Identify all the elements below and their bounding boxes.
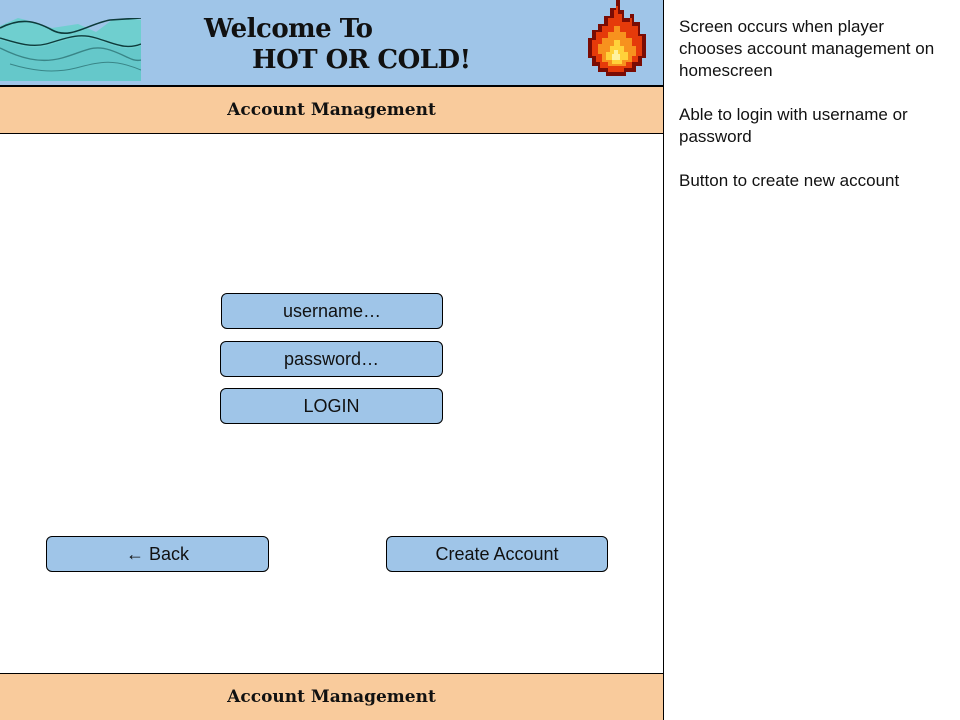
password-input[interactable] bbox=[221, 348, 442, 370]
top-section-bar: Account Management bbox=[0, 87, 663, 134]
app-mockup-frame: Welcome To HOT OR COLD! Account Manageme… bbox=[0, 0, 664, 720]
flame-icon bbox=[588, 0, 646, 76]
design-notes: Screen occurs when player chooses accoun… bbox=[679, 16, 949, 214]
login-button-label: LOGIN bbox=[303, 395, 360, 416]
note-login: Able to login with username or password bbox=[679, 105, 908, 146]
note-create-account: Button to create new account bbox=[679, 171, 900, 190]
game-title: HOT OR COLD! bbox=[252, 45, 471, 75]
username-input[interactable] bbox=[222, 300, 442, 322]
welcome-title: Welcome To bbox=[204, 14, 373, 44]
header-banner: Welcome To HOT OR COLD! bbox=[0, 0, 663, 87]
top-section-title: Account Management bbox=[227, 100, 436, 120]
back-button[interactable]: ← Back bbox=[46, 536, 269, 572]
bottom-section-title: Account Management bbox=[227, 687, 436, 707]
login-button[interactable]: LOGIN bbox=[220, 388, 443, 424]
note-screen-trigger: Screen occurs when player chooses accoun… bbox=[679, 17, 935, 80]
username-field[interactable] bbox=[221, 293, 443, 329]
create-account-button[interactable]: Create Account bbox=[386, 536, 608, 572]
ice-waves-icon bbox=[0, 18, 141, 81]
bottom-section-bar: Account Management bbox=[0, 673, 663, 720]
arrow-left-icon: ← bbox=[125, 543, 144, 564]
back-button-label: Back bbox=[148, 543, 190, 564]
create-account-label: Create Account bbox=[435, 543, 559, 564]
password-field[interactable] bbox=[220, 341, 443, 377]
